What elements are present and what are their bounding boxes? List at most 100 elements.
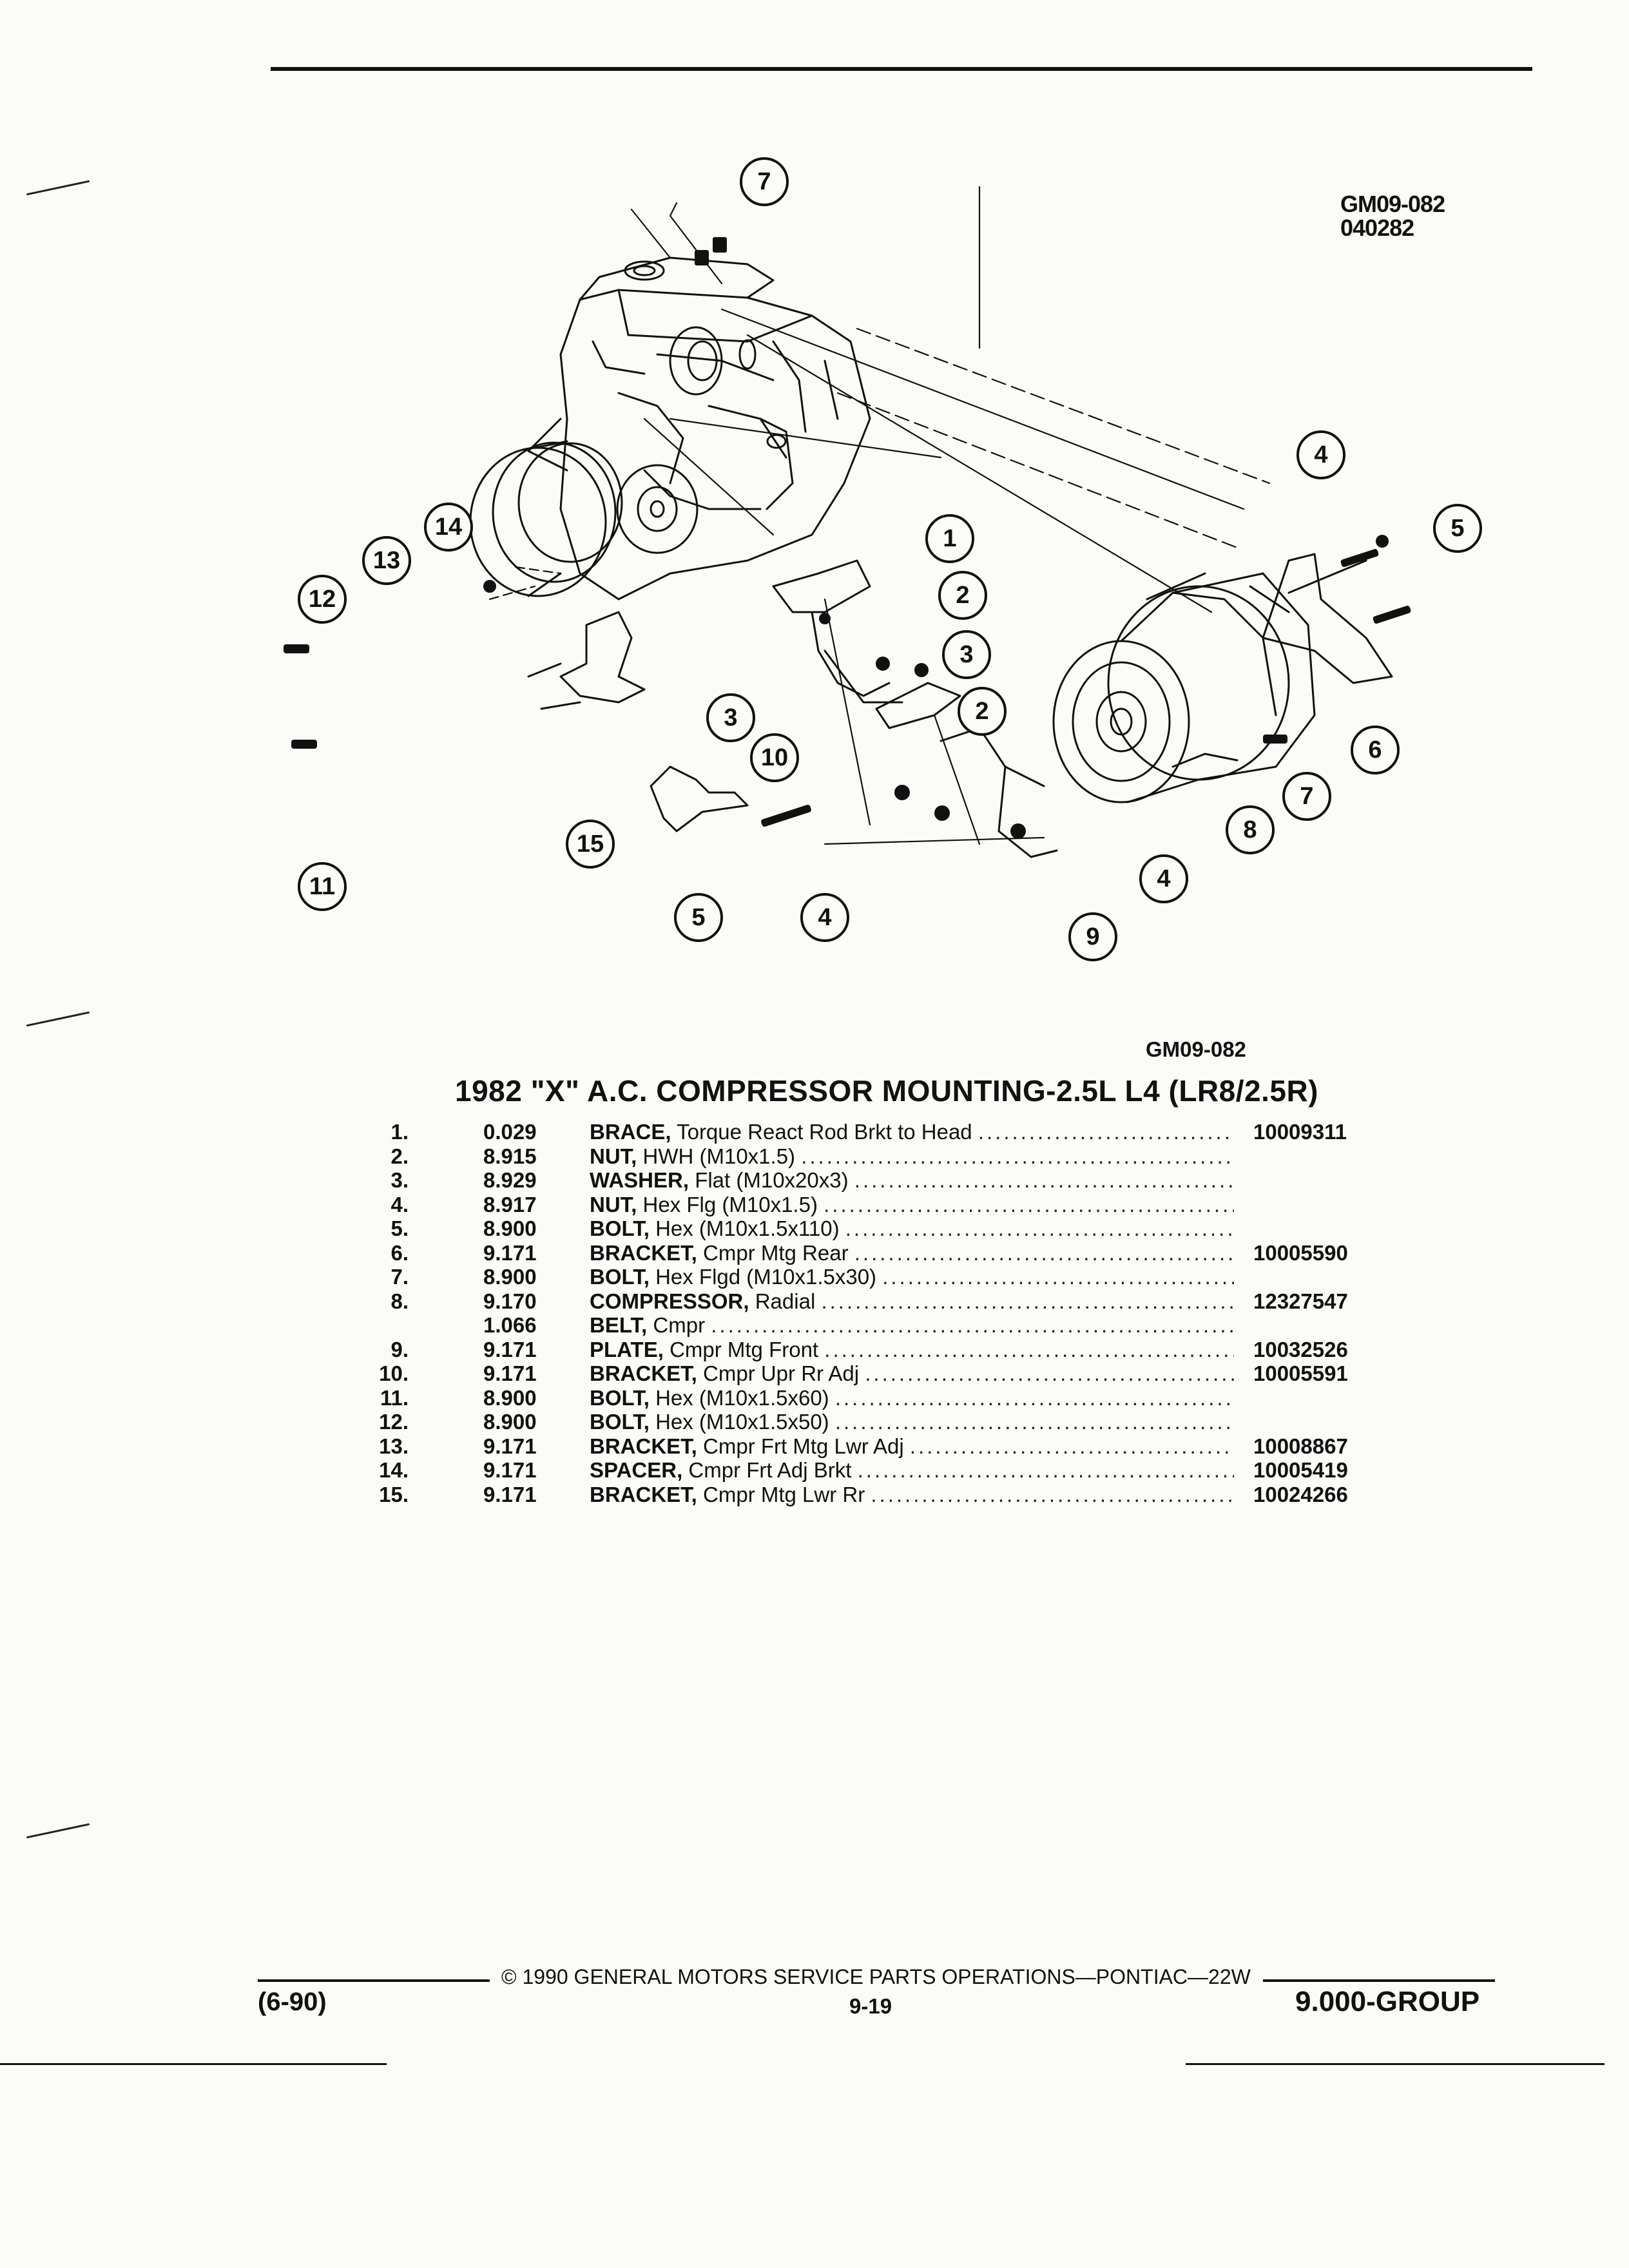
item-number: 4.: [390, 1192, 409, 1216]
group-number: 8.900: [483, 1216, 537, 1240]
leader-lines: [488, 186, 1271, 845]
callout-1: 1: [925, 514, 974, 563]
callout-12: 12: [298, 575, 347, 624]
callout-5: 5: [674, 893, 723, 942]
group-number: 9.171: [483, 1240, 537, 1265]
footer-rule-left: [258, 1979, 490, 1982]
part-number: 10024266: [1253, 1482, 1348, 1506]
parts-list-row: 2. 8.915 NUT, HWH (M10x1.5) ............…: [361, 1144, 1379, 1169]
parts-list-row: 1.066 BELT, Cmpr .......................…: [361, 1313, 1379, 1338]
part-name: BELT,: [590, 1313, 648, 1337]
group-number: 9.171: [483, 1458, 537, 1482]
parts-list-row: 3. 8.929 WASHER, Flat (M10x20x3) .......…: [361, 1168, 1379, 1193]
parts-list-row: 5. 8.900 BOLT, Hex (M10x1.5x110) .......…: [361, 1216, 1379, 1241]
part-description: BELT, Cmpr .............................…: [590, 1313, 1234, 1338]
part-name: NUT,: [590, 1144, 637, 1168]
callout-9: 9: [1068, 912, 1117, 961]
part-detail: Torque React Rod Brkt to Head: [677, 1120, 972, 1144]
part-name: BRACKET,: [590, 1240, 697, 1265]
leader-dots: ........................................…: [824, 1337, 1234, 1361]
part-detail: Cmpr Frt Adj Brkt: [688, 1458, 852, 1482]
leader-dots: ........................................…: [821, 1289, 1234, 1313]
part-description: SPACER, Cmpr Frt Adj Brkt ..............…: [590, 1458, 1234, 1483]
page-number: 9-19: [849, 1994, 892, 2018]
group-number: 8.900: [483, 1265, 537, 1289]
parts-list-row: 8. 9.170 COMPRESSOR, Radial ............…: [361, 1289, 1379, 1314]
callout-11: 11: [298, 862, 347, 911]
part-name: SPACER,: [590, 1458, 683, 1482]
part-detail: Radial: [755, 1289, 816, 1313]
item-number: 12.: [379, 1410, 409, 1434]
group-number: 9.170: [483, 1289, 537, 1313]
callout-3: 3: [706, 693, 755, 742]
part-name: COMPRESSOR,: [590, 1289, 749, 1313]
leader-dots: ........................................…: [845, 1216, 1234, 1240]
leader-dots: ........................................…: [711, 1313, 1234, 1337]
part-description: BOLT, Hex (M10x1.5x60) .................…: [590, 1386, 1234, 1410]
callout-13: 13: [362, 536, 411, 585]
part-detail: Hex (M10x1.5x60): [655, 1385, 829, 1410]
part-description: PLATE, Cmpr Mtg Front ..................…: [590, 1338, 1234, 1362]
compressor: [1052, 572, 1316, 803]
part-description: BOLT, Hex (M10x1.5x110) ................…: [590, 1216, 1234, 1241]
leader-dots: ........................................…: [854, 1168, 1234, 1192]
scan-mark: [26, 1823, 90, 1839]
callout-5: 5: [1433, 504, 1482, 553]
leader-dots: ........................................…: [854, 1240, 1234, 1265]
callout-7: 7: [740, 157, 789, 206]
part-detail: Cmpr Mtg Rear: [703, 1240, 849, 1265]
figure-date-code: 040282: [1340, 215, 1414, 241]
part-detail: Cmpr Mtg Front: [670, 1337, 819, 1361]
part-name: BRACKET,: [590, 1361, 697, 1385]
parts-list-row: 9. 9.171 PLATE, Cmpr Mtg Front .........…: [361, 1338, 1379, 1362]
parts-list: 1. 0.029 BRACE, Torque React Rod Brkt to…: [361, 1120, 1379, 1506]
part-description: BOLT, Hex (M10x1.5x50) .................…: [590, 1410, 1234, 1434]
part-detail: HWH (M10x1.5): [642, 1144, 796, 1168]
parts-list-row: 13. 9.171 BRACKET, Cmpr Frt Mtg Lwr Adj …: [361, 1434, 1379, 1459]
copyright-notice: © 1990 GENERAL MOTORS SERVICE PARTS OPER…: [501, 1965, 1251, 1988]
group-number: 8.915: [483, 1144, 537, 1168]
part-number: 10008867: [1253, 1434, 1348, 1458]
engine-block: [527, 256, 871, 601]
header-rule: [271, 67, 1532, 71]
part-description: BRACKET, Cmpr Mtg Rear .................…: [590, 1241, 1234, 1265]
scan-mark: [26, 1011, 90, 1027]
part-name: WASHER,: [590, 1168, 689, 1192]
part-detail: Hex Flg (M10x1.5): [642, 1192, 818, 1216]
bottom-rule-right: [1186, 2063, 1605, 2065]
parts-list-row: 15. 9.171 BRACKET, Cmpr Mtg Lwr Rr .....…: [361, 1483, 1379, 1507]
callout-4: 4: [1139, 854, 1188, 903]
part-number: 10009311: [1253, 1120, 1347, 1144]
part-name: BOLT,: [590, 1265, 650, 1289]
part-number: 10005419: [1253, 1458, 1348, 1482]
item-number: 5.: [390, 1216, 409, 1240]
item-number: 15.: [379, 1482, 409, 1506]
part-name: PLATE,: [590, 1337, 664, 1361]
leader-dots: ........................................…: [865, 1361, 1234, 1385]
item-number: 10.: [379, 1361, 409, 1385]
callout-2: 2: [938, 571, 987, 620]
leader-dots: ........................................…: [834, 1410, 1234, 1434]
footer-rule-right: [1263, 1979, 1495, 1982]
leader-dots: ........................................…: [871, 1482, 1234, 1506]
group-number: 9.171: [483, 1337, 537, 1361]
part-detail: Flat (M10x20x3): [695, 1168, 849, 1192]
bottom-rule-left: [0, 2063, 387, 2065]
parts-list-row: 1. 0.029 BRACE, Torque React Rod Brkt to…: [361, 1120, 1379, 1144]
part-name: BRACE,: [590, 1120, 671, 1144]
part-detail: Cmpr: [653, 1313, 706, 1337]
leader-dots: ........................................…: [882, 1265, 1234, 1289]
part-name: NUT,: [590, 1192, 637, 1216]
item-number: 7.: [390, 1265, 409, 1289]
item-number: 3.: [390, 1168, 409, 1192]
group-number: 8.900: [483, 1385, 537, 1410]
part-description: NUT, Hex Flg (M10x1.5) .................…: [590, 1193, 1234, 1217]
part-name: BRACKET,: [590, 1482, 697, 1506]
callout-10: 10: [750, 733, 799, 782]
exploded-view-diagram: [284, 186, 1411, 858]
group-number: 9.171: [483, 1361, 537, 1385]
part-detail: Hex (M10x1.5x50): [655, 1410, 829, 1434]
leader-dots: ........................................…: [834, 1385, 1234, 1410]
part-description: COMPRESSOR, Radial .....................…: [590, 1289, 1234, 1314]
item-number: 9.: [390, 1337, 409, 1361]
